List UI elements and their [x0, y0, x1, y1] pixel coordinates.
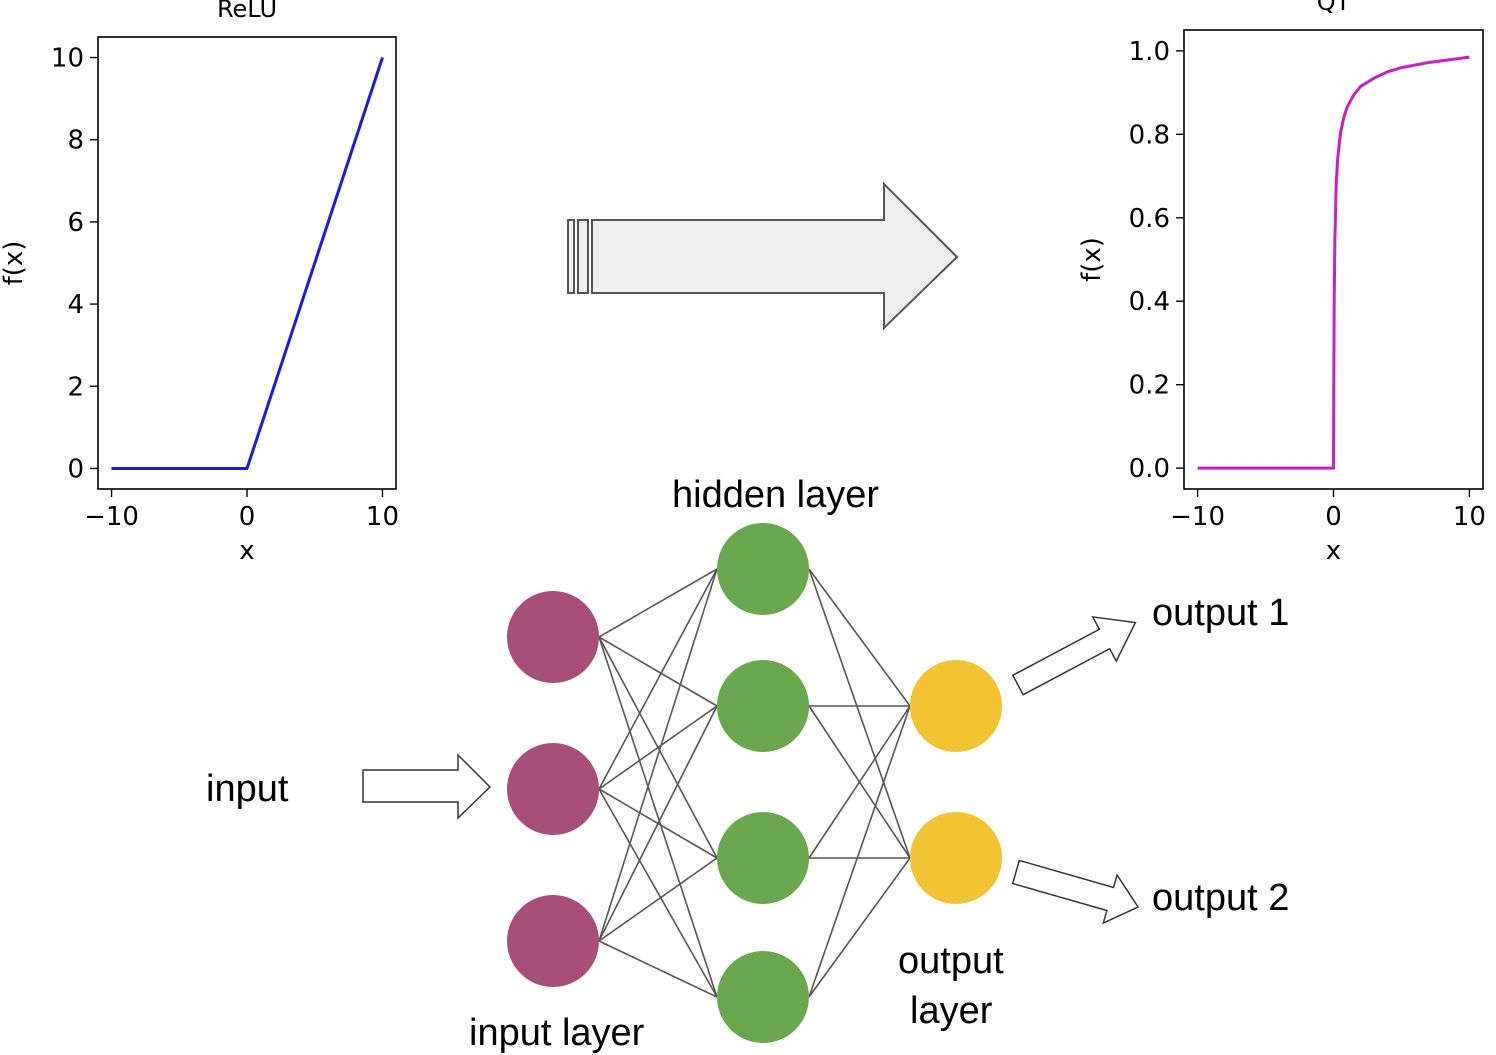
arrow-tail-bar-2: [577, 219, 589, 294]
network-nodes: [507, 523, 1002, 1043]
network-edge: [598, 568, 718, 638]
network-edges: [598, 568, 911, 998]
relu-x-tick-label: −10: [84, 502, 139, 532]
arrow-body: [591, 181, 959, 331]
output-2-label: output 2: [1152, 877, 1290, 919]
output-layer-label-line1: output: [898, 940, 1004, 982]
qt-x-axis-label: x: [1326, 536, 1341, 566]
output-layer-label-line2: layer: [910, 990, 993, 1032]
relu-y-tick-label: 4: [67, 290, 84, 320]
qt-y-tick-label: 0.6: [1129, 204, 1170, 234]
hidden-node: [717, 660, 809, 752]
qt-y-tick-label: 0.4: [1129, 287, 1170, 317]
relu-y-tick-label: 6: [67, 208, 84, 238]
network-edge: [598, 788, 718, 998]
qt-series-line: [1197, 55, 1470, 470]
qt-x-tick-label: −10: [1170, 502, 1225, 532]
relu-axes-frame: [97, 36, 397, 490]
network-edge: [808, 568, 911, 859]
transform-arrow: [567, 181, 959, 331]
network-edge: [598, 636, 718, 998]
input-node: [507, 895, 599, 987]
network-edge: [598, 636, 718, 707]
relu-y-tick-label: 10: [51, 44, 84, 74]
hidden-node: [717, 951, 809, 1043]
hidden-node: [717, 812, 809, 904]
network-edge: [598, 568, 718, 790]
relu-x-tick-label: 10: [366, 502, 399, 532]
relu-y-tick-label: 2: [67, 372, 84, 402]
relu-y-tick-label: 0: [67, 454, 84, 484]
qt-y-tick-label: 0.2: [1129, 371, 1170, 401]
relu-series-line: [111, 57, 384, 470]
qt-y-axis-label: f(x): [1077, 237, 1107, 282]
input-label: input: [206, 768, 289, 810]
network-edge: [598, 705, 718, 790]
output-node: [910, 660, 1002, 752]
qt-title: QT: [1317, 0, 1351, 16]
network-edge: [598, 568, 718, 942]
network-edge: [808, 568, 911, 707]
relu-y-tick-label: 8: [67, 126, 84, 156]
relu-x-tick-label: 0: [239, 502, 256, 532]
output-2-arrow: [1011, 859, 1140, 925]
arrow-tail-bar-1: [567, 219, 575, 294]
output-1-arrow: [1011, 615, 1137, 696]
qt-x-tick-label: 10: [1453, 502, 1486, 532]
input-node: [507, 743, 599, 835]
input-node: [507, 591, 599, 683]
network-edge: [598, 857, 718, 942]
hidden-layer-label: hidden layer: [672, 474, 880, 516]
network-edge: [808, 857, 911, 998]
network-edge: [808, 705, 911, 998]
qt-y-tick-label: 0.8: [1129, 120, 1170, 150]
network-edge: [808, 705, 911, 859]
network-edge: [598, 705, 718, 942]
relu-y-axis-label: f(x): [0, 241, 29, 286]
qt-plot: −10 0 10 0.0 0.2 0.4 0.6 0.8 1.0 QT x f(x): [1077, 0, 1486, 566]
relu-x-axis-label: x: [239, 536, 254, 566]
output-node: [910, 812, 1002, 904]
qt-y-tick-label: 1.0: [1129, 37, 1170, 67]
hidden-node: [717, 523, 809, 615]
relu-title: ReLU: [217, 0, 277, 23]
input-arrow: [362, 753, 492, 820]
input-layer-label: input layer: [469, 1012, 645, 1054]
qt-y-tick-label: 0.0: [1129, 454, 1170, 484]
network-edge: [598, 940, 718, 998]
qt-x-tick-label: 0: [1325, 502, 1342, 532]
output-1-label: output 1: [1152, 592, 1290, 634]
